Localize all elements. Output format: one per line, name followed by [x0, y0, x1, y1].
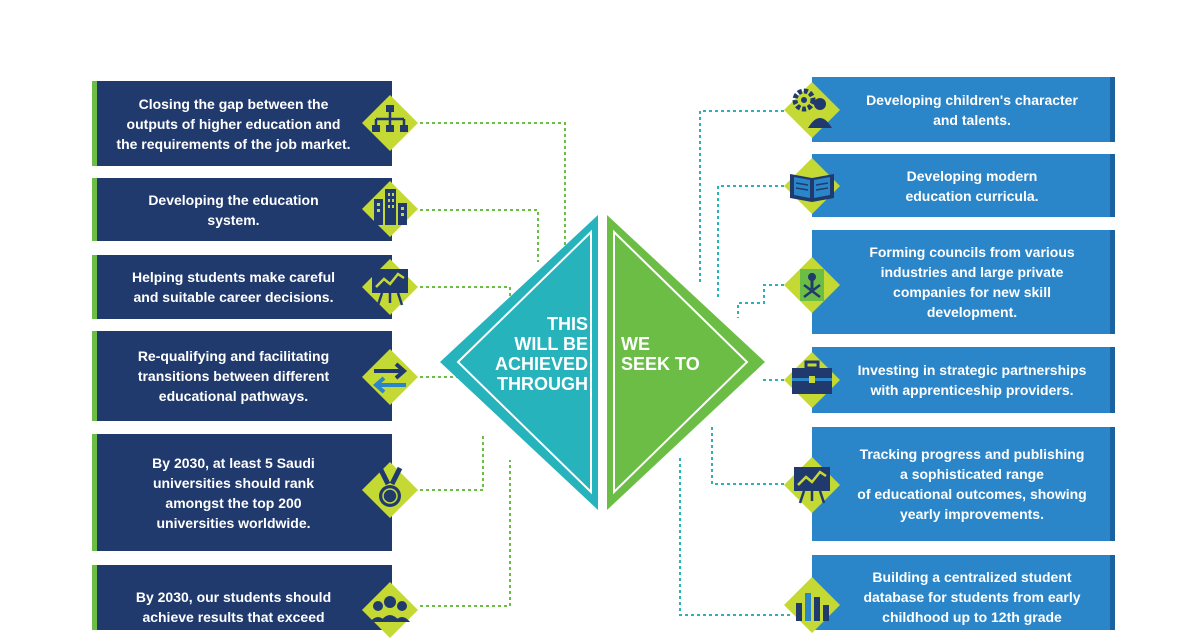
text-line: of educational outcomes, showing: [857, 486, 1087, 502]
left-item-text: Closing the gap between the outputs of h…: [116, 94, 350, 154]
bar-chart-icon: [784, 577, 840, 633]
text-line: outputs of higher education and: [126, 115, 341, 132]
left-item-5: By 2030, at least 5 Saudi universities s…: [92, 434, 392, 551]
center-left-label: THIS WILL BE ACHIEVED THROUGH: [470, 314, 588, 394]
text-line: Closing the gap between the: [138, 95, 329, 112]
group-icon: [362, 582, 418, 638]
center-right-line: WE: [621, 334, 650, 354]
right-item-text: Forming councils from various industries…: [869, 242, 1074, 322]
left-item-text: Developing the education system.: [148, 190, 318, 230]
right-item-text: Developing modern education curricula.: [905, 166, 1038, 206]
text-line: amongst the top 200: [165, 494, 302, 511]
right-item-1: Developing children's character and tale…: [812, 77, 1115, 142]
left-item-text: By 2030, at least 5 Saudi universities s…: [152, 453, 315, 533]
text-line: education curricula.: [905, 187, 1039, 204]
left-item-4: Re-qualifying and facilitating transitio…: [92, 331, 392, 421]
right-item-text: Investing in strategic partnerships with…: [858, 360, 1087, 400]
text-line: universities worldwide.: [156, 514, 311, 531]
text-line: Developing modern: [906, 167, 1038, 184]
connector-left-2: [420, 209, 539, 262]
left-item-1: Closing the gap between the outputs of h…: [92, 81, 392, 166]
right-item-text: Tracking progress and publishing a sophi…: [857, 444, 1086, 524]
text-line: industries and large private: [880, 264, 1064, 280]
text-line: Developing the education: [148, 191, 319, 208]
connector-right-6: [679, 455, 790, 616]
briefcase-icon: [784, 352, 840, 408]
connector-right-2: [717, 185, 790, 298]
connector-left-1: [420, 122, 566, 245]
text-line: companies for new skill: [893, 284, 1051, 300]
chart-board-icon: [784, 457, 840, 513]
text-line: Re-qualifying and facilitating: [137, 348, 330, 364]
text-line: transitions between different: [137, 368, 330, 384]
text-line: educational pathways.: [158, 388, 309, 404]
left-half-diamond: [440, 215, 598, 510]
text-line: Investing in strategic partnerships: [857, 362, 1087, 378]
right-item-3: Forming councils from various industries…: [812, 230, 1115, 334]
center-right-label: WE SEEK TO: [621, 334, 731, 374]
right-item-5: Tracking progress and publishing a sophi…: [812, 427, 1115, 541]
right-item-text: Developing children's character and tale…: [866, 90, 1078, 130]
left-item-3: Helping students make careful and suitab…: [92, 255, 392, 319]
buildings-icon: [362, 181, 418, 237]
right-item-2: Developing modern education curricula.: [812, 154, 1115, 217]
connector-right-1: [699, 110, 790, 285]
text-line: Tracking progress and publishing: [859, 446, 1085, 462]
left-item-2: Developing the education system.: [92, 178, 392, 241]
center-left-line: THIS: [546, 314, 588, 334]
text-line: the requirements of the job market.: [116, 135, 351, 152]
connector-right-3: [737, 284, 790, 318]
text-line: and talents.: [933, 111, 1011, 128]
center-left-line: THROUGH: [497, 374, 588, 394]
swap-arrows-icon: [362, 349, 418, 405]
text-line: a sophisticated range: [900, 466, 1044, 482]
text-line: database for students from early: [863, 589, 1081, 605]
left-item-6: By 2030, our students should achieve res…: [92, 565, 392, 630]
center-right-line: SEEK TO: [621, 354, 700, 374]
text-line: Forming councils from various: [869, 244, 1075, 260]
text-line: yearly improvements.: [900, 506, 1044, 522]
text-line: universities should rank: [152, 474, 315, 491]
text-line: Building a centralized student: [872, 569, 1072, 585]
right-half-diamond: [607, 215, 765, 510]
connector-left-6: [420, 460, 511, 607]
connector-left-5: [420, 435, 484, 491]
gear-person-icon: [784, 82, 840, 138]
left-item-text: Re-qualifying and facilitating transitio…: [138, 346, 329, 406]
text-line: Helping students make careful: [131, 269, 336, 285]
center-left-line: WILL BE: [514, 334, 588, 354]
connector-right-5: [711, 425, 790, 485]
medal-icon: [362, 462, 418, 518]
org-chart-icon: [362, 95, 418, 151]
chart-board-icon: [362, 259, 418, 315]
text-line: By 2030, at least 5 Saudi: [152, 454, 315, 471]
saudi-emblem-icon: [784, 257, 840, 313]
left-item-text: Helping students make careful and suitab…: [132, 267, 335, 307]
right-item-4: Investing in strategic partnerships with…: [812, 347, 1115, 413]
center-left-line: ACHIEVED: [494, 354, 588, 374]
text-line: By 2030, our students should: [135, 589, 332, 605]
text-line: system.: [207, 211, 260, 228]
text-line: childhood up to 12th grade: [882, 609, 1062, 625]
text-line: and suitable career decisions.: [133, 289, 334, 305]
connector-left-3: [420, 286, 511, 300]
text-line: with apprenticeship providers.: [870, 382, 1074, 398]
left-item-text: By 2030, our students should achieve res…: [136, 587, 331, 627]
text-line: Developing children's character: [866, 91, 1078, 108]
text-line: achieve results that exceed: [142, 609, 325, 625]
right-item-text: Building a centralized student database …: [863, 567, 1080, 627]
right-item-6: Building a centralized student database …: [812, 555, 1115, 630]
text-line: development.: [926, 304, 1018, 320]
open-book-icon: [784, 158, 840, 214]
